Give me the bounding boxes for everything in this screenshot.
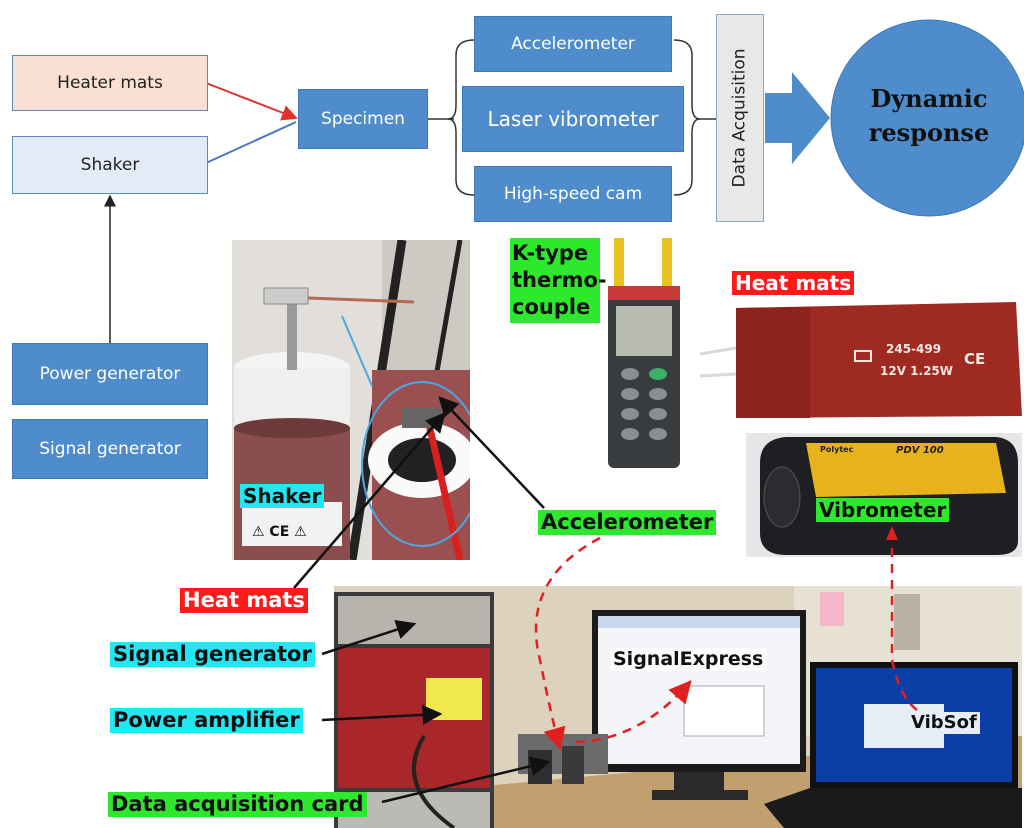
signal-generator-box: Signal generator — [12, 419, 208, 479]
data-acquisition-label: Data Acquisition — [730, 48, 751, 188]
data-acquisition-card-label: Data acquisition card — [108, 792, 367, 817]
shaker-photo-label: Shaker — [240, 484, 325, 508]
left-bracket — [447, 39, 475, 196]
rs-logo-icon — [854, 350, 872, 362]
signal-generator-photo-label: Signal generator — [110, 642, 315, 667]
svg-text:⚠ CE ⚠: ⚠ CE ⚠ — [252, 524, 307, 540]
laser-vibrometer-label: Laser vibrometer — [487, 107, 659, 131]
vibrometer-photo-label: Vibrometer — [816, 498, 950, 522]
signal-generator-label: Signal generator — [39, 439, 181, 459]
signalexpress-label: SignalExpress — [610, 648, 767, 671]
k-type-thermocouple-label: K-type thermo-couple — [510, 238, 607, 323]
daq-to-response-arrow — [765, 72, 830, 164]
heater-mats-label: Heater mats — [57, 73, 163, 93]
power-amplifier-photo-label: Power amplifier — [110, 708, 303, 733]
vibrometer-photo: PDV 100 Polytec — [746, 433, 1022, 557]
lab-bench-art — [334, 586, 1022, 828]
specimen-label: Specimen — [321, 109, 405, 129]
thermocouple-art — [608, 238, 680, 468]
power-generator-box: Power generator — [12, 343, 208, 405]
thermocouple-photo — [606, 238, 682, 468]
heat-mat-art — [700, 302, 1022, 418]
shaker-photo: ⚠ CE ⚠ — [232, 240, 470, 560]
accelerometer-box: Accelerometer — [474, 16, 672, 72]
power-generator-label: Power generator — [39, 364, 181, 384]
heater-to-specimen-arrow — [205, 82, 298, 121]
heater-mats-box: Heater mats — [12, 55, 208, 111]
heat-mat-code: 245-499 — [886, 342, 942, 356]
shaker-box: Shaker — [12, 136, 208, 194]
shaker-label: Shaker — [80, 155, 140, 175]
lab-bench-photo — [334, 586, 1022, 828]
shaker-photo-art: ⚠ CE ⚠ — [232, 240, 470, 560]
accelerometer-label: Accelerometer — [511, 34, 635, 54]
heat-mat-spec: 12V 1.25W — [880, 364, 954, 378]
heat-mat-ce: CE — [964, 350, 986, 368]
accelerometer-photo-label: Accelerometer — [538, 510, 717, 535]
laser-vibrometer-box: Laser vibrometer — [462, 86, 684, 152]
heat-mats-top-label: Heat mats — [732, 271, 855, 295]
specimen-box: Specimen — [298, 89, 428, 149]
heat-mat-photo: 245-499 12V 1.25W CE — [700, 298, 1022, 422]
vibrometer-art — [746, 433, 1022, 557]
vibsof-label: VibSof — [908, 712, 980, 734]
high-speed-cam-box: High-speed cam — [474, 166, 672, 222]
shaker-to-specimen-line — [205, 121, 297, 164]
dynamic-response-label: Dynamic response — [868, 84, 990, 147]
vibrometer-model-text: PDV 100 — [896, 445, 944, 456]
data-acquisition-box: Data Acquisition — [716, 14, 764, 222]
dynamic-response-circle — [830, 19, 1024, 217]
heat-mats-bottom-label: Heat mats — [180, 588, 308, 613]
high-speed-cam-label: High-speed cam — [503, 184, 643, 204]
vibrometer-brand-text: Polytec — [820, 445, 854, 454]
